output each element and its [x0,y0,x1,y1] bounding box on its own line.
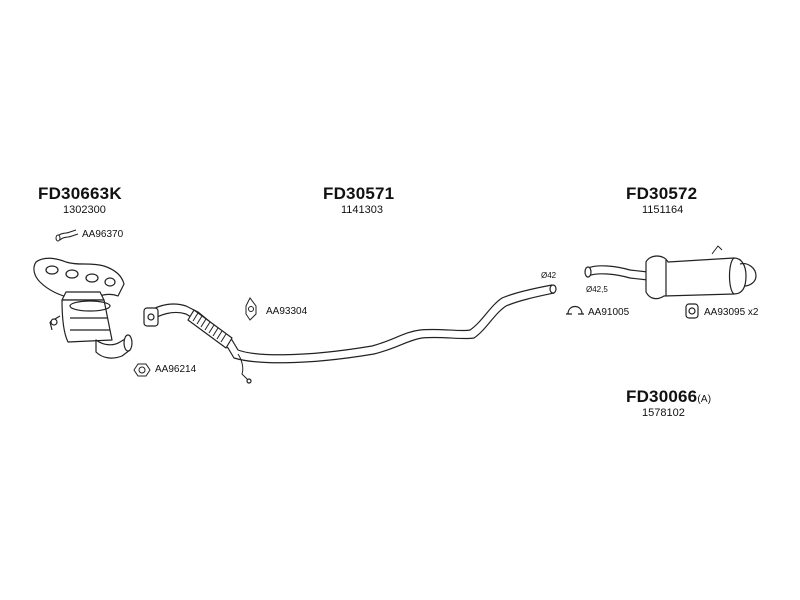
oe-number-catalyst: 1302300 [63,204,106,216]
part-code-kit-number: FD30066 [626,387,698,406]
pipe-diameter-label: Ø42 [541,271,557,280]
flex-section [187,309,233,349]
gasket-icon [245,297,257,321]
gasket-icon [133,363,151,377]
part-code-catalyst: FD30663K [38,184,122,203]
catalytic-converter-part [33,257,133,359]
part-code-rear-silencer: FD30572 [626,184,698,203]
rear-silencer-part [584,245,757,300]
oe-number-rear-silencer: 1151164 [642,204,684,216]
accessory-code: AA96370 [82,229,124,240]
oe-number-front-pipe: 1141303 [341,204,384,216]
oe-number-kit: 1578102 [642,407,685,419]
accessory-code: AA93304 [266,306,308,317]
part-code-front-pipe: FD30571 [323,184,395,203]
accessory-code: AA93095 x2 [704,307,759,318]
accessory-code: AA96214 [155,364,197,375]
rubber-mount-icon [685,303,699,319]
part-code-kit-suffix: (A) [697,394,712,405]
part-code-kit: FD30066(A) [626,387,711,407]
bolt-icon [55,229,79,242]
clamp-icon [566,305,584,315]
pipe-diameter-label: Ø42,5 [586,285,608,294]
front-pipe-part [143,284,557,384]
accessory-code: AA91005 [588,307,630,318]
